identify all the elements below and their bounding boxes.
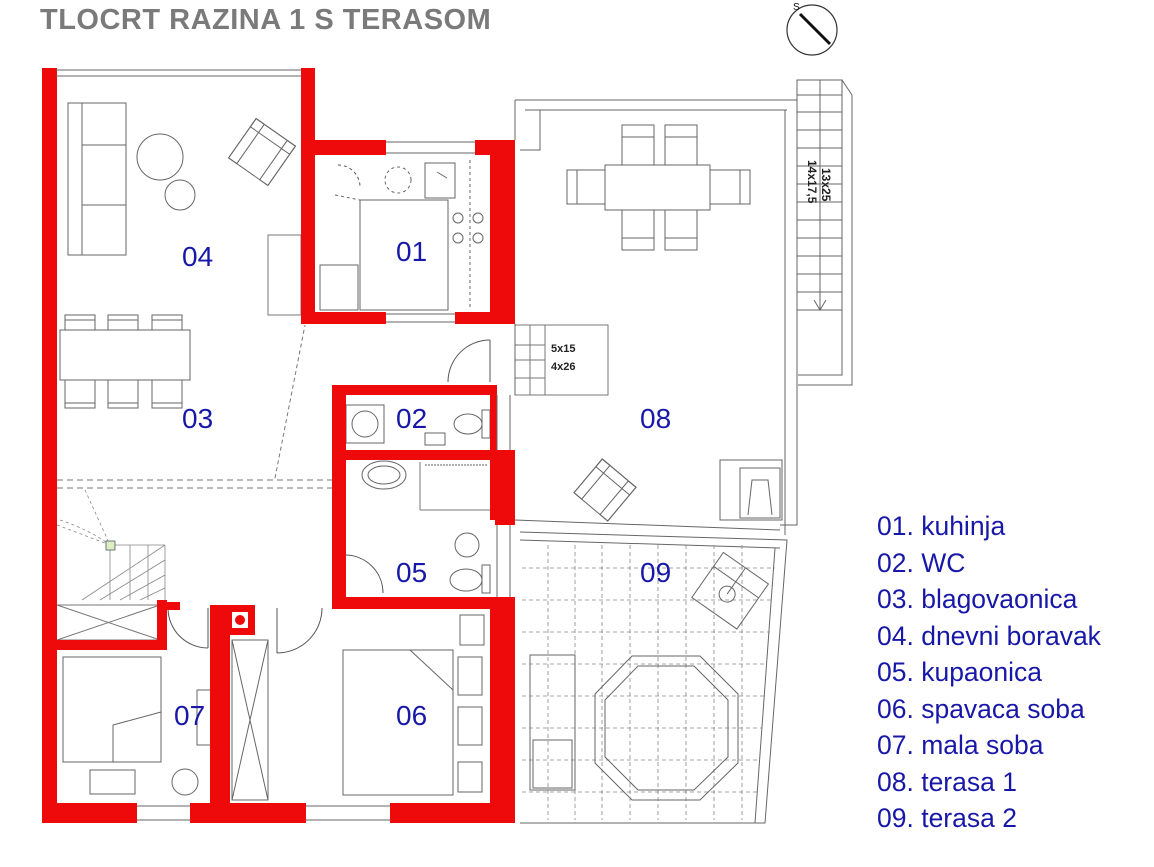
compass-label: S [793, 2, 800, 13]
room-legend: 01. kuhinja 02. WC 03. blagovaonica 04. … [877, 508, 1101, 837]
room-label-05: 05 [396, 557, 427, 588]
legend-item: 04. dnevni boravak [877, 620, 1101, 651]
legend-item: 01. kuhinja [877, 511, 1006, 541]
terrace-tiles [522, 545, 775, 820]
room-label-04: 04 [182, 241, 213, 272]
exterior-stair [796, 79, 853, 311]
windows [56, 69, 781, 821]
room-label-08: 08 [640, 403, 671, 434]
legend-item: 05. kupaonica [877, 657, 1043, 687]
legend-item: 03. blagovaonica [877, 584, 1078, 614]
plan-title: TLOCRT RAZINA 1 S TERASOM [40, 4, 492, 36]
inner-stair-dim-2: 4x26 [551, 361, 575, 373]
walls [42, 68, 515, 823]
terrace-outline [515, 80, 853, 824]
interior-stair [56, 489, 166, 601]
inner-stair-dim-1: 5x15 [551, 343, 575, 355]
doors [167, 164, 491, 654]
legend-item: 09. terasa 2 [877, 803, 1017, 833]
room-label-01: 01 [396, 236, 427, 267]
legend-item: 02. WC [877, 547, 966, 578]
outer-stair-dim-1: 13x25 [819, 168, 833, 202]
legend-item: 07. mala soba [877, 730, 1044, 760]
compass-icon: S [786, 2, 838, 56]
outer-stair-dim-2: 14x17,5 [805, 160, 819, 204]
room-label-09: 09 [640, 557, 671, 588]
legend-item: 06. spavaca soba [877, 693, 1085, 724]
room-label-02: 02 [396, 403, 427, 434]
room-label-06: 06 [396, 700, 427, 731]
room-label-03: 03 [182, 403, 213, 434]
chimney [230, 610, 250, 630]
legend-item: 08. terasa 1 [877, 766, 1017, 797]
room-label-07: 07 [174, 700, 205, 731]
furniture [59, 102, 783, 801]
